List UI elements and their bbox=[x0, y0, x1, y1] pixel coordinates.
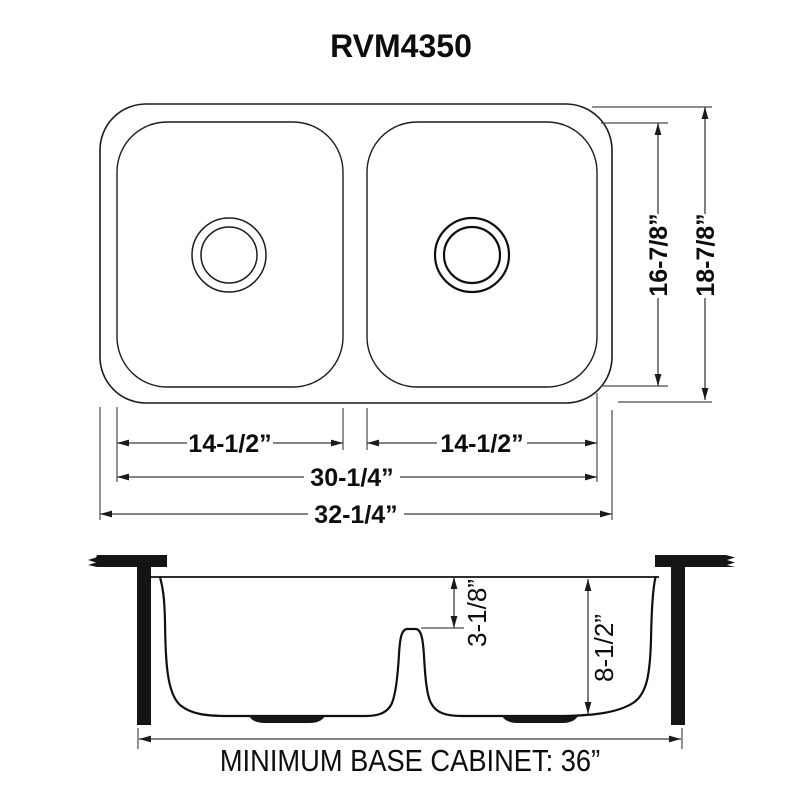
right-bowl-width-label: 14-1/2” bbox=[440, 430, 523, 458]
divider-depth-label: 3-1/8” bbox=[462, 579, 492, 647]
arrow-up-icon bbox=[584, 579, 592, 591]
dim-overall-front-to-back: 18-7/8” bbox=[592, 106, 720, 403]
arrow-left-icon bbox=[139, 735, 151, 743]
dim-overall-width: 32-1/4” bbox=[100, 501, 612, 529]
dim-bowl-front-to-back: 16-7/8” bbox=[601, 122, 673, 387]
overall-front-to-back-label: 18-7/8” bbox=[692, 213, 720, 296]
left-drain-outer-ring bbox=[191, 217, 267, 293]
arrow-left-icon bbox=[367, 439, 379, 447]
inner-width-label: 30-1/4” bbox=[310, 464, 393, 492]
dim-right-bowl-width: 14-1/2” bbox=[367, 430, 597, 458]
right-drain-icon bbox=[433, 216, 511, 294]
arrow-right-icon bbox=[669, 735, 681, 743]
arrow-down-icon bbox=[450, 616, 458, 628]
arrow-right-icon bbox=[600, 510, 612, 518]
right-bowl-outline bbox=[366, 121, 598, 388]
arrow-up-icon bbox=[654, 123, 662, 135]
arrow-left-icon bbox=[117, 473, 129, 481]
left-drain-icon bbox=[191, 217, 267, 293]
bowl-cross-section bbox=[158, 575, 657, 718]
base-cabinet-note: MINIMUM BASE CABINET: 36” bbox=[220, 744, 600, 778]
right-drain-outer-ring bbox=[433, 216, 511, 294]
arrow-up-icon bbox=[450, 577, 458, 589]
section-view: 3-1/8” 8-1/2” MINIMUM BASE CABINET: 36” bbox=[88, 555, 735, 778]
arrow-down-icon bbox=[701, 388, 709, 400]
left-countertop bbox=[88, 555, 167, 567]
right-cabinet-wall bbox=[671, 567, 685, 725]
left-drain-inner-ring bbox=[200, 226, 258, 284]
arrow-down-icon bbox=[584, 702, 592, 714]
dim-base-cabinet: MINIMUM BASE CABINET: 36” bbox=[137, 728, 683, 778]
dim-inner-width: 30-1/4” bbox=[117, 464, 597, 492]
dim-bowl-depth: 8-1/2” bbox=[584, 579, 619, 714]
arrow-right-icon bbox=[585, 439, 597, 447]
left-bowl-outline bbox=[116, 121, 344, 388]
bowl-front-to-back-label: 16-7/8” bbox=[645, 213, 673, 296]
left-bowl-width-label: 14-1/2” bbox=[188, 430, 271, 458]
dim-left-bowl-width: 14-1/2” bbox=[117, 430, 343, 458]
left-cabinet-wall bbox=[137, 567, 151, 725]
dim-divider-depth: 3-1/8” bbox=[421, 577, 492, 647]
arrow-up-icon bbox=[701, 107, 709, 119]
bowl-depth-label: 8-1/2” bbox=[589, 614, 619, 682]
right-drain-fitting bbox=[502, 716, 578, 723]
arrow-left-icon bbox=[100, 510, 112, 518]
arrow-down-icon bbox=[654, 374, 662, 386]
right-drain-inner-ring bbox=[442, 225, 502, 285]
arrow-right-icon bbox=[331, 439, 343, 447]
sink-outer-rim bbox=[99, 103, 613, 404]
top-view bbox=[99, 103, 613, 404]
arrow-left-icon bbox=[117, 439, 129, 447]
left-drain-fitting bbox=[249, 716, 325, 723]
model-number: RVM4350 bbox=[330, 28, 472, 64]
overall-width-label: 32-1/4” bbox=[314, 501, 397, 529]
right-countertop bbox=[655, 555, 735, 567]
arrow-right-icon bbox=[585, 473, 597, 481]
